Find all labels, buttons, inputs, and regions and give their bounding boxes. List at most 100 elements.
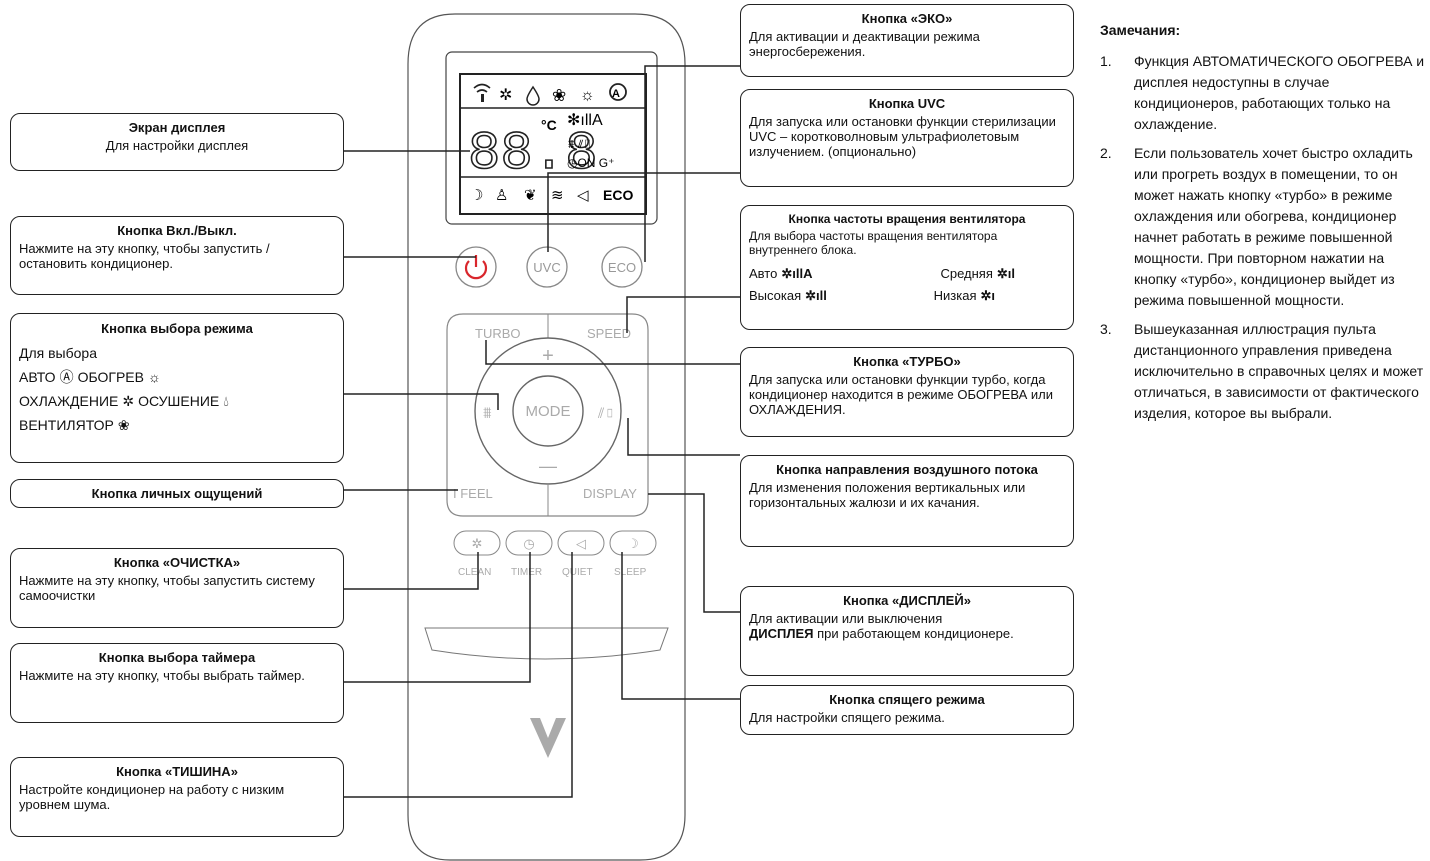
timer-label: TIMER xyxy=(511,567,542,578)
timer-button[interactable] xyxy=(505,530,553,556)
mode-line-2: ОХЛАЖДЕНИЕ ✲ ОСУШЕНИЕ 💧︎ xyxy=(19,389,335,413)
clean-button[interactable] xyxy=(453,530,501,556)
timer-icon: ◷ xyxy=(523,536,534,551)
note-text: Вышеуказанная иллюстрация пульта дистанц… xyxy=(1134,321,1424,421)
callout-ifeel: Кнопка личных ощущений xyxy=(10,479,344,508)
sun-icon: ☼ xyxy=(580,87,595,104)
fan-speed-lcd-icon: ✻ıllA xyxy=(567,112,603,129)
lcd-screen xyxy=(459,73,647,215)
notes-title: Замечания: xyxy=(1100,22,1181,38)
plus-button[interactable]: + xyxy=(542,345,554,367)
callout-title: Кнопка направления воздушного потока xyxy=(776,462,1038,477)
leaf-lcd-icon: ❦ xyxy=(524,187,537,204)
snowflake-icon: ✲ xyxy=(122,393,135,409)
lcd-unit: °C xyxy=(541,117,557,133)
mute-lcd-icon: ◁ xyxy=(577,187,589,204)
swing-lcd-icon: ⩩ ⫽▯ xyxy=(568,137,592,151)
callout-eco: Кнопка «ЭКО» Для активации и деактивации… xyxy=(740,4,1074,77)
callout-airflow: Кнопка направления воздушного потока Для… xyxy=(740,455,1074,547)
mode-line-3: ВЕНТИЛЯТОР ❀ xyxy=(19,413,335,437)
callout-desc: Нажмите на эту кнопку, чтобы запустить с… xyxy=(19,573,315,603)
auto-icon: Ⓐ xyxy=(59,369,74,385)
callout-desc: Нажмите на эту кнопку, чтобы выбрать тай… xyxy=(19,668,305,683)
wifi-icon xyxy=(473,83,491,102)
callout-desc-a: Для активации или выключения xyxy=(749,611,943,626)
ifeel-lcd-icon: ♙ xyxy=(495,187,508,204)
airflow-button[interactable]: ⫽▯ xyxy=(597,405,615,421)
swing-vertical-button[interactable]: ⩩ xyxy=(483,405,492,422)
mode-button-label: MODE xyxy=(526,403,571,420)
callout-desc: Для активации и деактивации режима энерг… xyxy=(749,29,980,59)
callout-title: Кнопка частоты вращения вентилятора xyxy=(788,212,1026,226)
auto-icon xyxy=(609,83,627,101)
callout-clean: Кнопка «ОЧИСТКА» Нажмите на эту кнопку, … xyxy=(10,548,344,628)
mode-fan-label: ВЕНТИЛЯТОР xyxy=(19,417,114,433)
mode-dry-label: ОСУШЕНИЕ xyxy=(138,393,220,409)
uvc-button-label: UVC xyxy=(533,260,560,275)
callout-title: Кнопка «ТИШИНА» xyxy=(116,764,238,779)
quiet-label: QUIET xyxy=(562,567,593,578)
timer-lcd-icon: ◷ON G⁺ xyxy=(567,156,614,170)
power-icon xyxy=(464,260,488,280)
mode-line-1: АВТО Ⓐ ОБОГРЕВ ☼ xyxy=(19,365,335,389)
callout-mode: Кнопка выбора режима Для выбора АВТО Ⓐ О… xyxy=(10,313,344,463)
speed-auto-label: Авто xyxy=(749,266,778,281)
uvc-button[interactable] xyxy=(526,246,568,288)
brand-logo xyxy=(530,718,566,758)
callout-title: Кнопка «ЭКО» xyxy=(861,11,953,26)
mode-cool-label: ОХЛАЖДЕНИЕ xyxy=(19,393,119,409)
turbo-button[interactable]: TURBO xyxy=(475,326,521,341)
callout-turbo: Кнопка «ТУРБО» Для запуска или остановки… xyxy=(740,347,1074,437)
minus-button[interactable]: — xyxy=(539,456,557,476)
fan-low-icon: ✲ı xyxy=(980,288,995,303)
callout-desc: Для выбора частоты вращения вентилятора … xyxy=(749,229,998,257)
sleep-lcd-icon: ☽ xyxy=(470,187,483,204)
sleep-label: SLEEP xyxy=(614,567,647,578)
callout-title: Кнопка «ОЧИСТКА» xyxy=(113,555,241,570)
callout-power: Кнопка Вкл./Выкл. Нажмите на эту кнопку,… xyxy=(10,216,344,295)
clean-icon: ✲ xyxy=(472,536,483,551)
callout-display: Кнопка «ДИСПЛЕЙ» Для активации или выклю… xyxy=(740,586,1074,676)
note-text: Функция АВТОМАТИЧЕСКОГО ОБОГРЕВА и диспл… xyxy=(1134,53,1425,132)
callout-timer: Кнопка выбора таймера Нажмите на эту кно… xyxy=(10,643,344,723)
display-button[interactable]: DISPLAY xyxy=(583,486,637,501)
snowflake-icon: ✲ xyxy=(499,87,512,104)
callout-speed: Кнопка частоты вращения вентилятора Для … xyxy=(740,205,1074,330)
callout-desc: Для запуска или остановки функции турбо,… xyxy=(749,372,1053,417)
callout-desc: Для настройки спящего режима. xyxy=(749,710,945,725)
eco-lcd-label: ECO xyxy=(603,187,633,203)
mode-auto-label: АВТО xyxy=(19,369,56,385)
callout-desc: Для запуска или остановки функции стерил… xyxy=(749,114,1056,159)
speed-medium-label: Средняя xyxy=(940,266,993,281)
callout-title: Кнопка выбора таймера xyxy=(98,650,256,665)
eco-button[interactable] xyxy=(601,246,643,288)
callout-title: Кнопка выбора режима xyxy=(101,321,253,336)
callout-title: Кнопка «ДИСПЛЕЙ» xyxy=(843,593,971,608)
callout-desc-bold: ДИСПЛЕЯ xyxy=(749,626,814,641)
fan-icon: ❀ xyxy=(552,86,566,105)
connector-lines xyxy=(343,65,740,798)
ifeel-button[interactable]: I FEEL xyxy=(453,486,493,501)
eco-button-label: ECO xyxy=(608,260,636,275)
speed-button[interactable]: SPEED xyxy=(587,326,631,341)
fan-auto-icon: ✲ıllA xyxy=(781,266,813,281)
quiet-button[interactable] xyxy=(557,530,605,556)
speed-row-2: Высокая✲ıll Низкая✲ı xyxy=(749,289,1065,303)
svg-text:A: A xyxy=(612,88,620,100)
sun-icon: ☼ xyxy=(147,369,161,385)
callout-title: Кнопка UVC xyxy=(868,96,946,111)
speed-row-1: Авто✲ıllA Средняя✲ıl xyxy=(749,267,1065,281)
sleep-button[interactable] xyxy=(609,530,657,556)
notes-panel: Замечания: 1.Функция АВТОМАТИЧЕСКОГО ОБО… xyxy=(1100,20,1425,432)
callout-title: Кнопка личных ощущений xyxy=(91,486,263,501)
callout-title: Кнопка спящего режима xyxy=(829,692,985,707)
callout-desc: Для настройки дисплея xyxy=(105,138,249,153)
speed-high-label: Высокая xyxy=(749,288,802,303)
clean-label: CLEAN xyxy=(458,567,491,578)
callout-sleep: Кнопка спящего режима Для настройки спящ… xyxy=(740,685,1074,735)
mode-button[interactable] xyxy=(512,375,584,447)
callout-desc: Для изменения положения вертикальных или… xyxy=(749,480,1026,510)
callout-desc: Настройте кондиционер на работу с низким… xyxy=(19,782,285,812)
